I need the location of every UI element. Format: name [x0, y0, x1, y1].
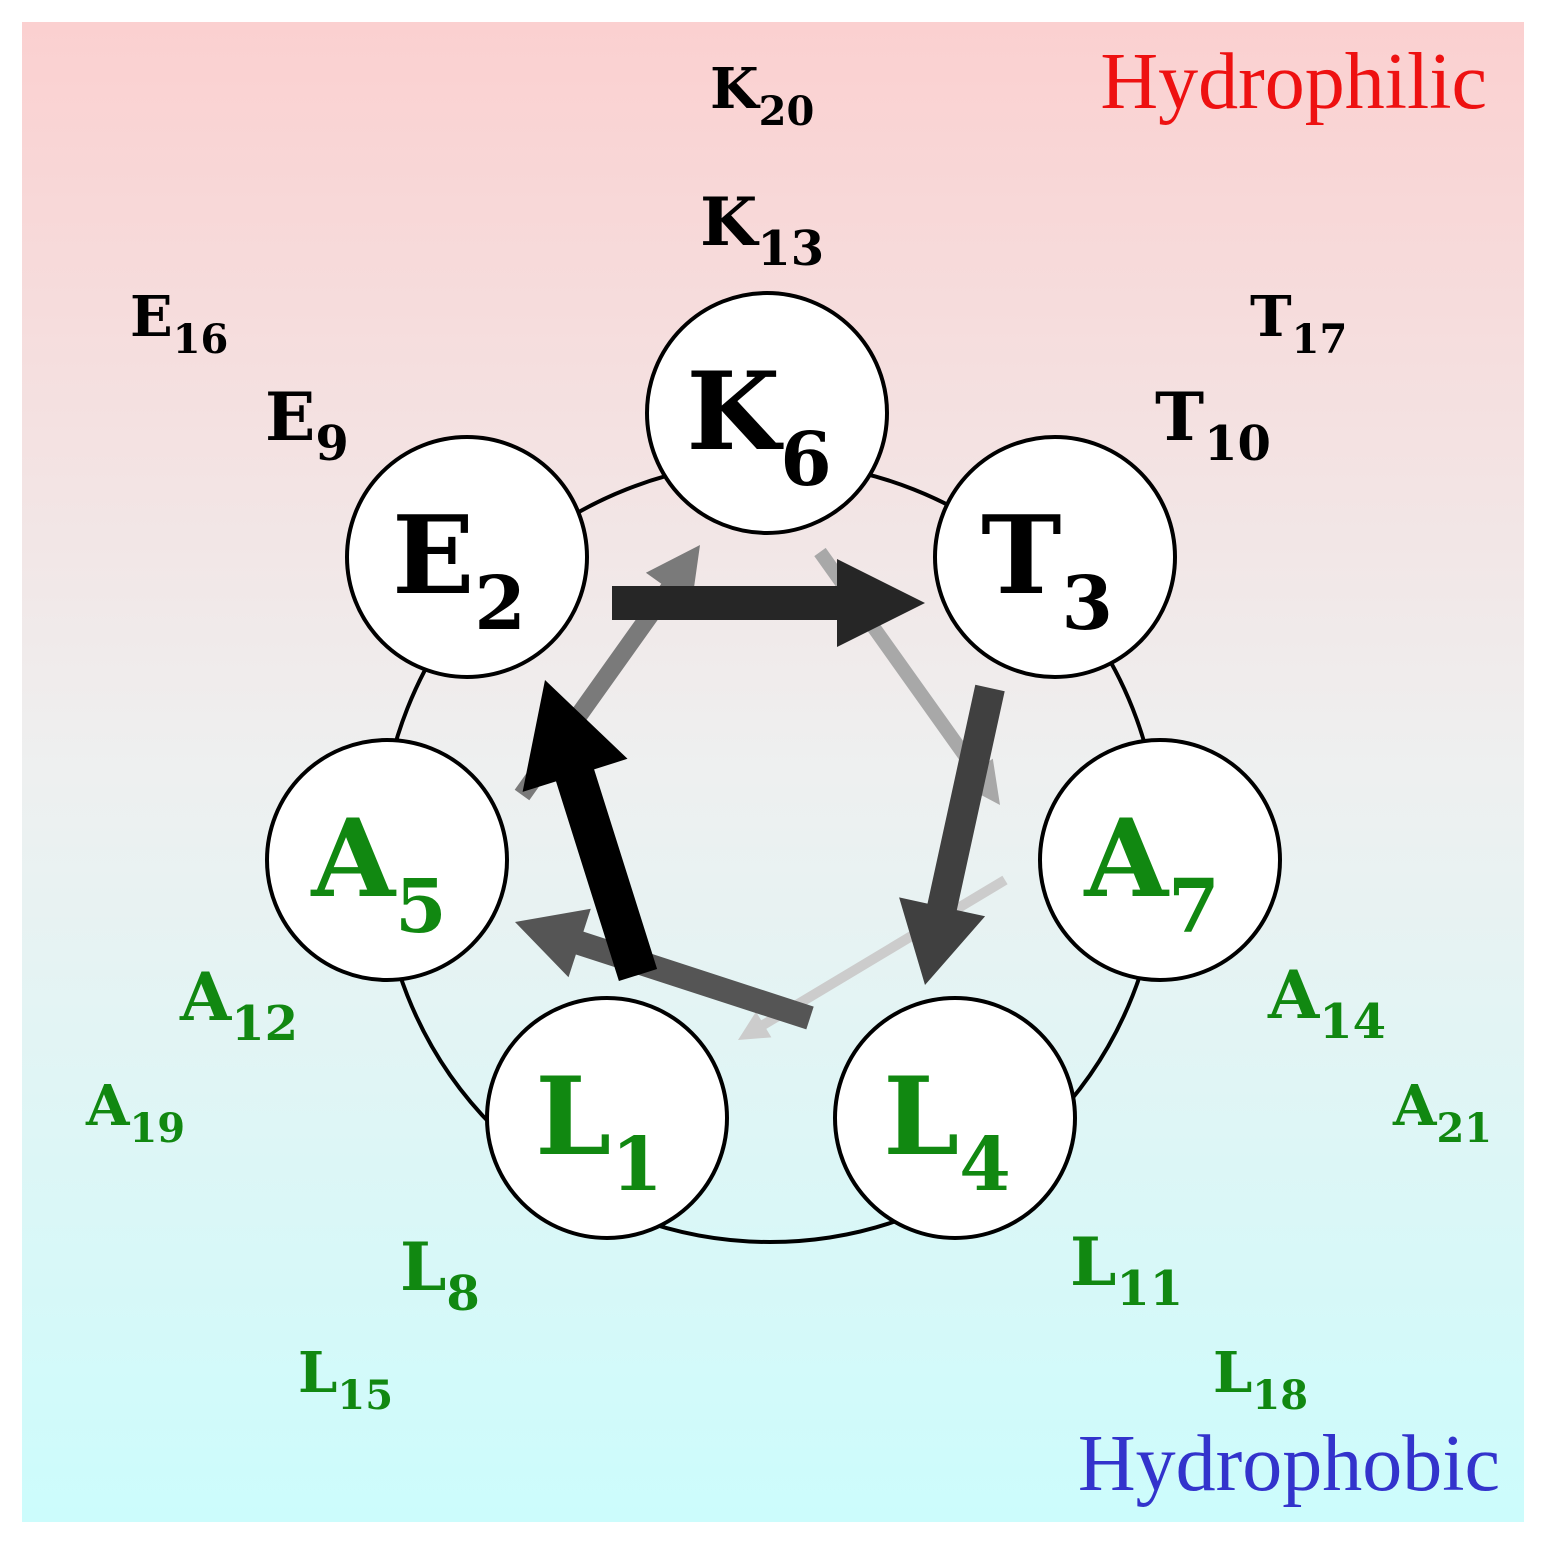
- residue-number: 17: [1292, 316, 1348, 363]
- residue-letter: K: [710, 56, 761, 122]
- outer-residue-t10: T10: [1155, 378, 1271, 472]
- residue-k6: K6: [645, 291, 889, 535]
- hydrophilic-label: Hydrophilic: [1100, 38, 1487, 126]
- outer-residue-l18: L18: [1213, 1340, 1308, 1419]
- residue-number: 3: [1061, 561, 1113, 647]
- residue-e2: E2: [345, 435, 589, 679]
- residue-number: 19: [129, 1105, 185, 1152]
- residue-a7: A7: [1038, 738, 1282, 982]
- outer-residue-a12: A12: [179, 958, 298, 1052]
- residue-label: A7: [1083, 796, 1219, 950]
- residue-letter: A: [310, 796, 397, 922]
- arrow-1-to-2: [522, 680, 658, 981]
- residue-number: 20: [759, 88, 815, 135]
- arrow-3-to-4: [899, 684, 1005, 985]
- residue-l4: L4: [833, 996, 1077, 1240]
- residue-circle: [645, 291, 889, 535]
- residue-circle: [833, 996, 1077, 1240]
- outer-residue-e9: E9: [265, 378, 349, 472]
- residue-number: 7: [1168, 864, 1220, 950]
- outer-residue-a14: A14: [1267, 956, 1386, 1050]
- residue-number: 9: [315, 416, 348, 472]
- residue-letter: A: [179, 958, 232, 1036]
- residue-letter: L: [1070, 1223, 1116, 1301]
- residue-letter: L: [400, 1228, 446, 1306]
- residue-number: 10: [1204, 416, 1271, 472]
- residue-letter: A: [1392, 1073, 1438, 1139]
- residue-label: E2: [392, 493, 526, 647]
- residue-letter: K: [686, 349, 784, 475]
- residue-label: L4: [883, 1054, 1010, 1208]
- arrow-2-to-3: [612, 559, 925, 647]
- residue-label: T3: [981, 493, 1113, 647]
- residue-letter: L: [535, 1054, 611, 1180]
- residue-number: 6: [780, 417, 832, 503]
- residue-number: 1: [611, 1122, 663, 1208]
- outer-residue-l11: L11: [1070, 1223, 1183, 1317]
- residue-label: L1: [535, 1054, 662, 1208]
- residue-circle: [933, 435, 1177, 679]
- residue-number: 2: [474, 561, 526, 647]
- residue-letter: A: [1267, 956, 1320, 1034]
- residue-letter: L: [1213, 1340, 1252, 1406]
- outer-residue-a21: A21: [1392, 1073, 1492, 1152]
- hydrophobic-label: Hydrophobic: [1078, 1420, 1500, 1508]
- residue-circle: [1038, 738, 1282, 982]
- arrow-4-to-5: [515, 908, 814, 1030]
- residue-number: 4: [959, 1122, 1011, 1208]
- residue-letter: E: [130, 284, 173, 350]
- residue-letter: T: [1155, 378, 1204, 456]
- residue-letter: E: [265, 378, 315, 456]
- residue-circle: [265, 738, 509, 982]
- residue-letter: K: [700, 183, 760, 261]
- outer-residue-k13: K13: [700, 183, 824, 277]
- outer-residue-l8: L8: [400, 1228, 480, 1322]
- outer-residue-e16: E16: [130, 284, 228, 363]
- residue-number: 14: [1319, 994, 1386, 1050]
- outer-residue-t17: T17: [1250, 284, 1347, 363]
- residue-number: 15: [337, 1372, 393, 1419]
- residue-number: 8: [446, 1266, 479, 1322]
- residue-circle: [345, 435, 589, 679]
- residue-letter: L: [883, 1054, 959, 1180]
- residue-label: A5: [310, 796, 446, 950]
- residue-circle: [485, 996, 729, 1240]
- residue-number: 21: [1436, 1105, 1492, 1152]
- residue-letter: A: [85, 1073, 131, 1139]
- outer-residue-k20: K20: [710, 56, 814, 135]
- outer-residue-l15: L15: [298, 1340, 393, 1419]
- residue-l1: L1: [485, 996, 729, 1240]
- residue-t3: T3: [933, 435, 1177, 679]
- residue-number: 5: [395, 864, 447, 950]
- residue-letter: A: [1083, 796, 1170, 922]
- residue-a5: A5: [265, 738, 509, 982]
- background-gradient: [22, 22, 1524, 1522]
- residue-label: K6: [686, 349, 831, 503]
- residue-letter: T: [981, 493, 1061, 619]
- residue-number: 18: [1252, 1372, 1308, 1419]
- residue-number: 13: [757, 221, 824, 277]
- residue-number: 16: [173, 316, 229, 363]
- residue-letter: E: [392, 493, 474, 619]
- residue-number: 12: [231, 996, 298, 1052]
- residue-number: 11: [1116, 1261, 1183, 1317]
- outer-residue-a19: A19: [85, 1073, 185, 1152]
- sequence-arrows: [514, 545, 1008, 1040]
- residue-letter: T: [1250, 284, 1292, 350]
- residue-letter: L: [298, 1340, 337, 1406]
